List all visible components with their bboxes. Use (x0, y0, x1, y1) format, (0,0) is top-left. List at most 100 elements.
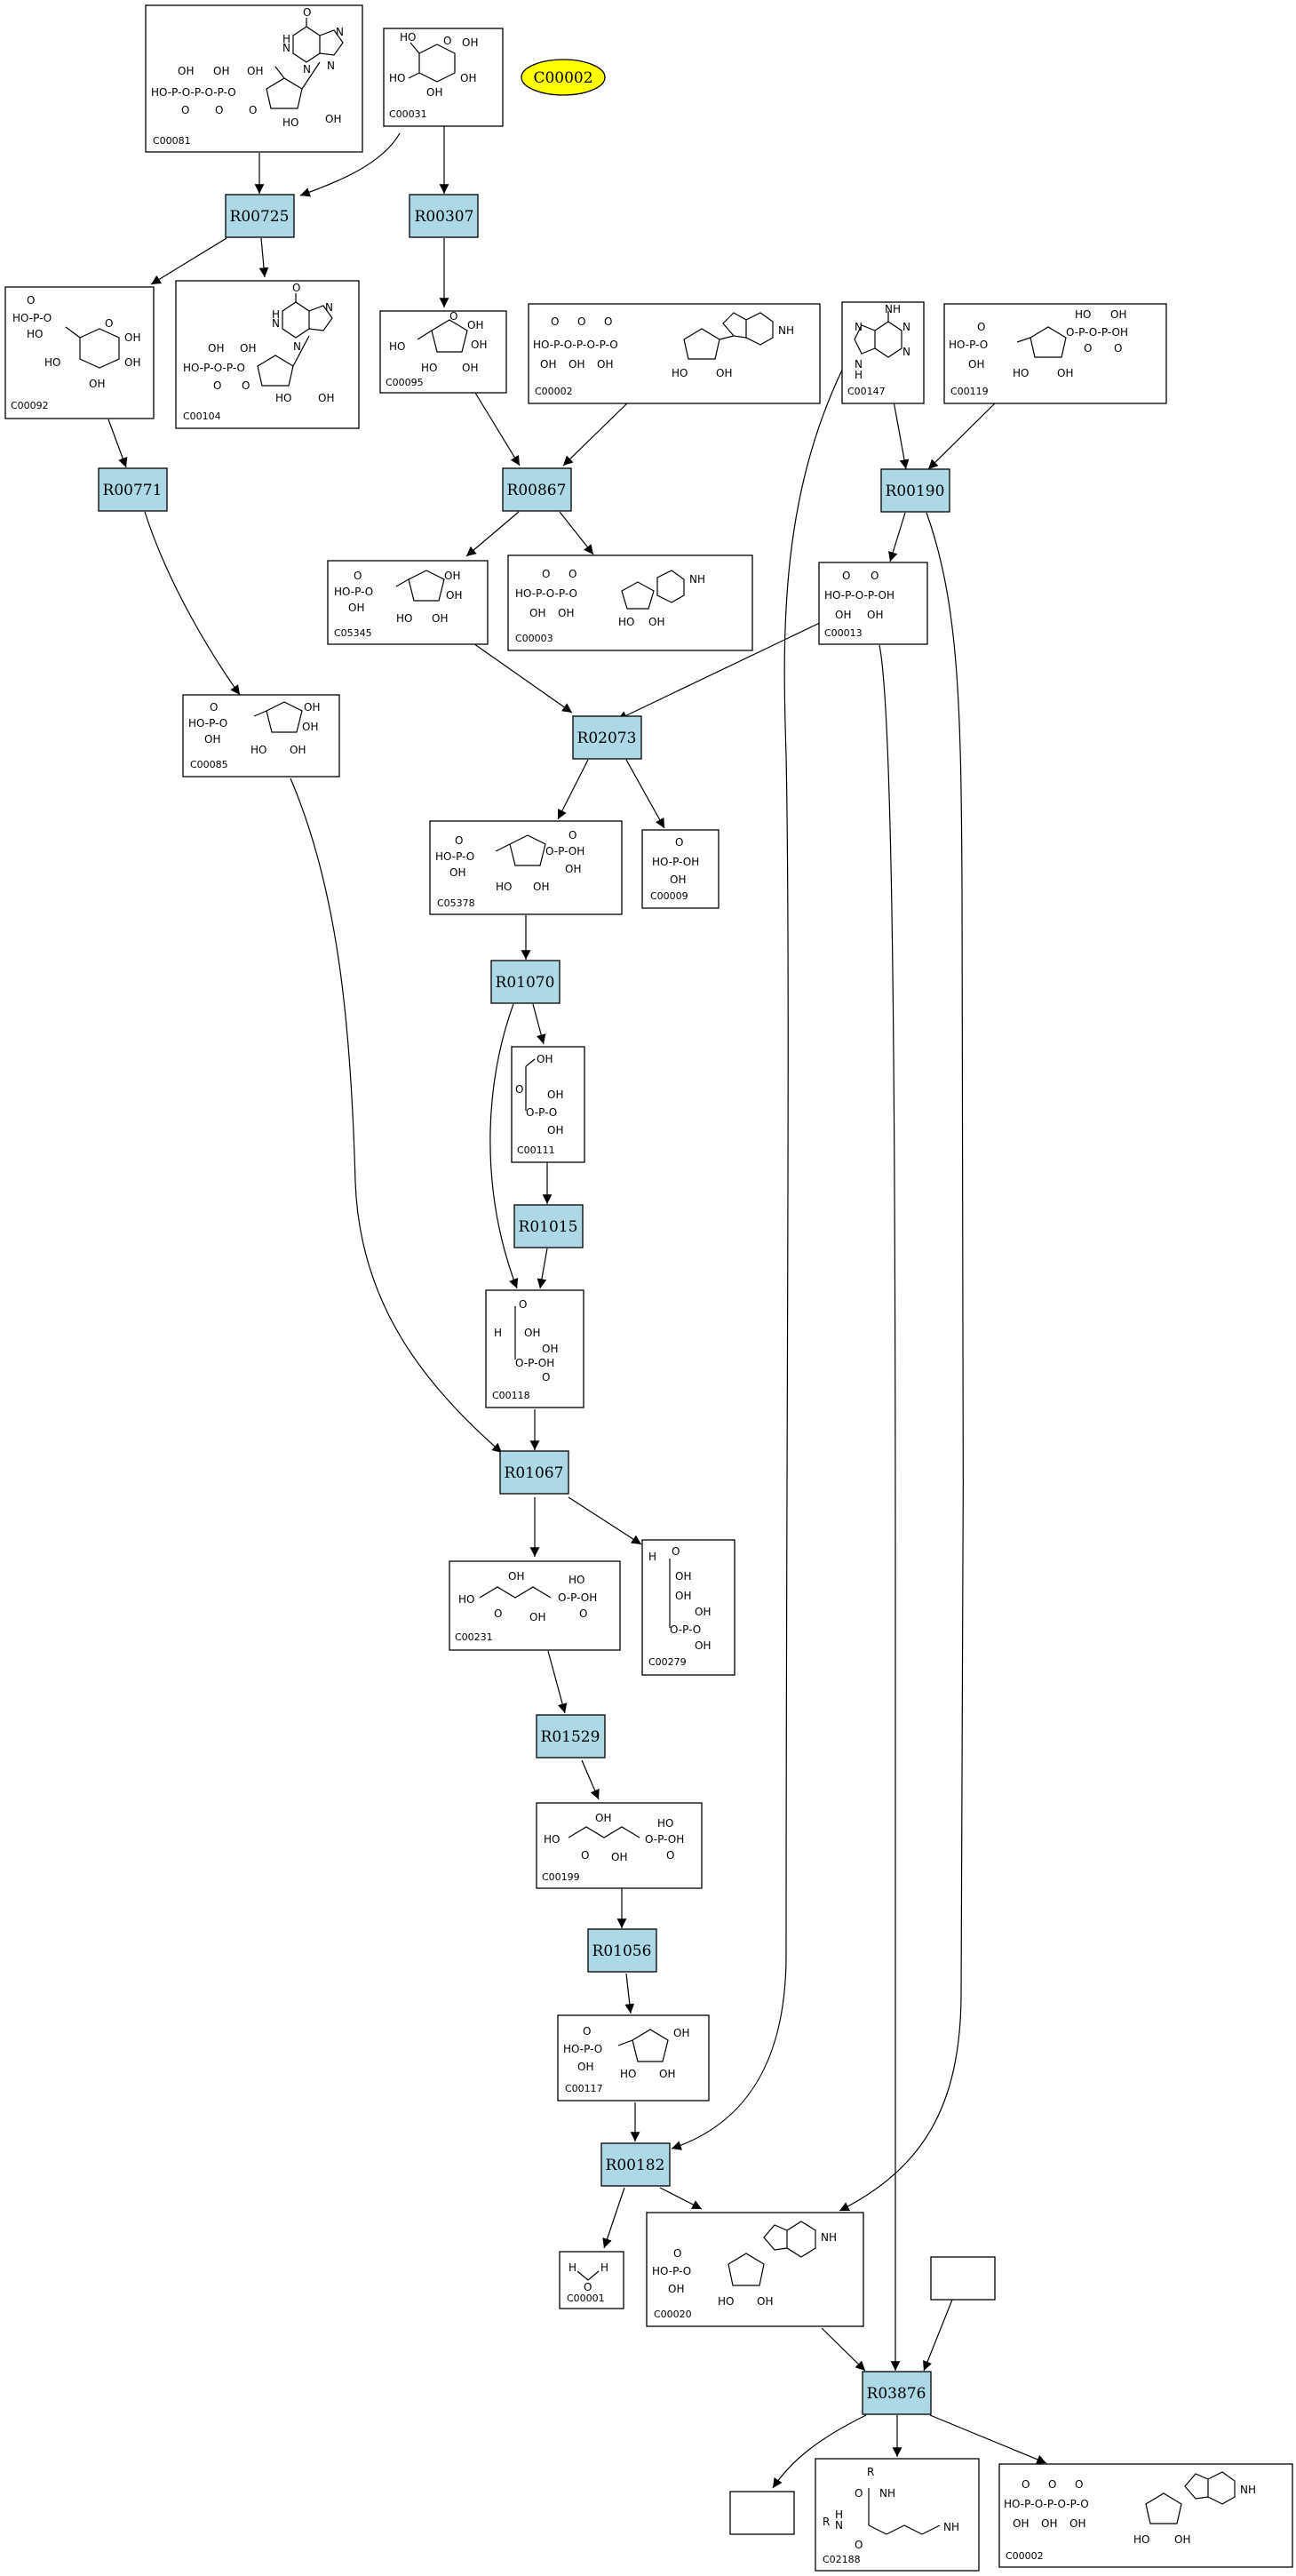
svg-text:O: O (542, 1371, 550, 1384)
compound-C00095[interactable]: O OH HO OH HO OH C00095 (379, 310, 507, 394)
svg-text:HO-P-O: HO-P-O (188, 717, 227, 730)
reaction-R00867[interactable]: R00867 (502, 467, 572, 512)
reaction-R00190[interactable]: R00190 (880, 468, 950, 513)
compound-C00020[interactable]: O HO-P-O OH NH HO OH C00020 (646, 2212, 864, 2327)
svg-text:OH: OH (213, 65, 229, 77)
svg-text:N: N (303, 63, 311, 76)
svg-text:N: N (835, 2519, 843, 2532)
reaction-R01056[interactable]: R01056 (587, 1928, 657, 1973)
compound-C00002[interactable]: O O O HO-P-O-P-O-P-O OH OH OH NH HO OH C… (528, 303, 821, 404)
compound-C05378[interactable]: O HO-P-O OH O-P-OH O OH HO OH C05378 (429, 820, 623, 915)
compound-C00003[interactable]: O O HO-P-O-P-O OH OH NH HO OH C00003 (507, 554, 753, 651)
svg-text:OH: OH (178, 65, 194, 77)
reaction-R01529[interactable]: R01529 (536, 1714, 606, 1759)
svg-text:OH: OH (124, 356, 140, 369)
compound-C00118[interactable]: O H OH OH O-P-OH O C00118 (485, 1289, 584, 1408)
compound-C00092[interactable]: O HO-P-O HO O OH HO OH OH C00092 (4, 286, 155, 419)
svg-text:N: N (902, 321, 910, 333)
svg-text:HO: HO (458, 1593, 474, 1606)
svg-text:O: O (303, 6, 311, 19)
reaction-R00307[interactable]: R00307 (409, 194, 479, 238)
compound-id: C00009 (650, 890, 688, 902)
edge (557, 759, 589, 820)
svg-text:OH: OH (540, 358, 556, 371)
compound-C00009[interactable]: O HO-P-OH OH C00009 (641, 829, 720, 909)
reaction-R01067[interactable]: R01067 (499, 1450, 569, 1495)
reaction-R01070[interactable]: R01070 (490, 960, 561, 1004)
compound-C00117[interactable]: O HO-P-O OH OH HO OH C00117 (557, 2014, 710, 2101)
reaction-label: R01529 (541, 1728, 600, 1746)
edge (489, 1003, 519, 1289)
edge (624, 1973, 635, 2014)
svg-text:H: H (855, 369, 863, 381)
compound-C00001[interactable]: H H O C00001 (559, 2251, 624, 2309)
reaction-R03876[interactable]: R03876 (862, 2371, 932, 2415)
compound-empty-1[interactable] (930, 2256, 996, 2301)
svg-text:HO: HO (275, 392, 291, 404)
compound-id: C02188 (823, 2554, 861, 2565)
compound-C00147[interactable]: NH N N N N H C00147 (841, 301, 925, 404)
structure-C00111: OH O OH O-P-O OH (515, 1053, 563, 1136)
svg-text:OH: OH (595, 1812, 611, 1824)
compound-C05345[interactable]: O HO-P-O OH OH OH HO OH C05345 (327, 560, 489, 645)
svg-text:O: O (542, 568, 550, 580)
compound-C00199[interactable]: OH HO O HO O-P-OH O OH C00199 (536, 1802, 703, 1889)
compound-empty-2[interactable] (729, 2491, 795, 2535)
compound-C00081[interactable]: O H N N N N OH OH OH HO-P-O-P-O-P-O O O … (145, 4, 363, 153)
compound-C00002-bottom[interactable]: O O O HO-P-O-P-O-P-O OH OH OH NH HO OH C… (998, 2463, 1293, 2568)
svg-text:OH: OH (325, 113, 341, 125)
compound-id: C00002 (1006, 2550, 1044, 2562)
svg-text:OH: OH (1110, 308, 1126, 321)
edge (150, 237, 227, 285)
svg-text:O-P-OH: O-P-OH (515, 1357, 554, 1369)
compound-C00119[interactable]: O HO-P-O OH HO OH O-P-O-P-OH O O HO OH C… (943, 303, 1167, 404)
reaction-R00771[interactable]: R00771 (98, 467, 168, 512)
compound-C00031[interactable]: HO OH O HO OH OH C00031 (383, 28, 504, 127)
svg-text:O: O (292, 282, 300, 294)
svg-text:O-P-OH: O-P-OH (558, 1591, 597, 1604)
reaction-R01015[interactable]: R01015 (513, 1204, 584, 1248)
reaction-R00725[interactable]: R00725 (225, 194, 295, 238)
edge (602, 2187, 625, 2249)
svg-text:O: O (1084, 342, 1092, 355)
edge (470, 641, 573, 714)
svg-text:O-P-O-P-OH: O-P-O-P-OH (1066, 326, 1128, 339)
svg-text:O: O (1114, 342, 1122, 355)
svg-text:O: O (105, 317, 113, 330)
svg-text:HO: HO (250, 744, 266, 756)
svg-text:N: N (272, 317, 280, 330)
compound-C00013[interactable]: O O HO-P-O-P-OH OH OH C00013 (818, 562, 928, 645)
svg-text:N: N (336, 26, 344, 38)
compound-C02188[interactable]: R O NH R N H O NH C02188 (815, 2458, 980, 2572)
compound-C00279[interactable]: H O OH OH OH O-P-O OH C00279 (641, 1539, 735, 1676)
svg-text:O: O (354, 570, 362, 582)
reaction-R02073[interactable]: R02073 (572, 715, 642, 760)
svg-text:HO-P-O-P-O: HO-P-O-P-O (515, 587, 577, 600)
svg-text:O: O (666, 1849, 674, 1862)
svg-text:O: O (568, 829, 576, 841)
svg-text:OH: OH (529, 1611, 545, 1623)
reaction-R00182[interactable]: R00182 (600, 2142, 671, 2187)
svg-text:O: O (568, 568, 576, 580)
structure-C00147: NH N N N N H (854, 303, 910, 381)
svg-text:NH: NH (778, 324, 794, 337)
svg-text:HO: HO (389, 340, 405, 353)
highlight-compound-C00002[interactable]: C00002 (521, 59, 606, 96)
compound-C00111[interactable]: OH O OH O-P-O OH C00111 (511, 1046, 585, 1163)
structure-C00001: H H O (568, 2261, 608, 2293)
svg-text:N: N (282, 42, 290, 54)
compound-C00104[interactable]: O H N N N OH OH HO-P-O-P-O O O HO OH C00… (175, 280, 360, 429)
svg-text:OH: OH (460, 72, 476, 84)
compound-id: C00119 (950, 386, 989, 397)
svg-text:HO: HO (544, 1833, 560, 1846)
svg-text:O: O (871, 570, 879, 582)
reaction-label: R02073 (577, 730, 637, 747)
svg-text:HO-P-O: HO-P-O (12, 312, 52, 324)
reaction-label: R03876 (867, 2385, 926, 2403)
compound-id: C00085 (190, 759, 228, 770)
compound-C00085[interactable]: O HO-P-O OH OH OH HO OH C00085 (182, 694, 340, 778)
compound-id: C00147 (847, 386, 886, 397)
compound-C00231[interactable]: OH HO O HO O-P-OH O OH C00231 (449, 1560, 621, 1651)
svg-text:O: O (842, 570, 850, 582)
